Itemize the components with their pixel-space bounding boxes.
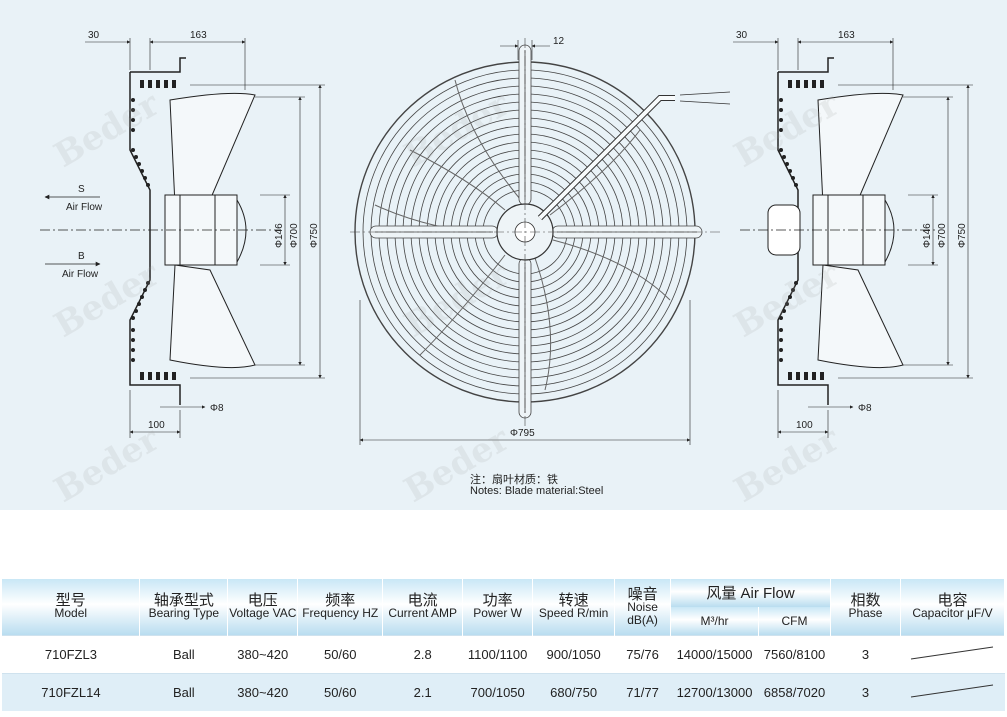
- cell-bearing: Ball: [139, 635, 228, 674]
- cell-power: 700/1050: [462, 673, 533, 711]
- right-dim-8: Φ8: [858, 403, 872, 414]
- left-s-airflow: Air Flow: [66, 202, 103, 213]
- cell-airflow-cfm: 6858/7020: [758, 673, 831, 711]
- cell-capacitor: [900, 673, 1005, 711]
- left-dim-8: Φ8: [210, 403, 224, 414]
- cell-airflow-cfm: 7560/8100: [758, 635, 831, 674]
- cell-model: 710FZL3: [2, 635, 140, 674]
- center-dim-795: Φ795: [510, 428, 535, 439]
- cell-speed: 680/750: [532, 673, 615, 711]
- center-dim-12: 12: [553, 36, 565, 47]
- left-side-view: [40, 38, 325, 438]
- table-row: 710FZL14 Ball 380~420 50/60 2.1 700/1050…: [2, 673, 1005, 711]
- cell-power: 1100/1100: [462, 635, 533, 674]
- note-en: Notes: Blade material:Steel: [470, 485, 604, 497]
- right-dim-700: Φ700: [937, 223, 948, 248]
- cell-phase: 3: [830, 673, 901, 711]
- cell-voltage: 380~420: [227, 673, 298, 711]
- right-dim-750: Φ750: [957, 223, 968, 248]
- cell-voltage: 380~420: [227, 635, 298, 674]
- cell-noise: 71/77: [614, 673, 671, 711]
- note-cn: 注：扇叶材质：铁: [470, 474, 558, 486]
- right-dim-30: 30: [736, 30, 748, 41]
- diagonal-slash-icon: [911, 684, 994, 698]
- right-dim-100: 100: [796, 420, 813, 431]
- right-dim-163: 163: [838, 30, 855, 41]
- cell-current: 2.8: [382, 635, 463, 674]
- cell-airflow-m3hr: 14000/15000: [670, 635, 759, 674]
- cell-current: 2.1: [382, 673, 463, 711]
- cell-frequency: 50/60: [297, 635, 383, 674]
- left-b-label: B: [78, 251, 85, 262]
- cell-speed: 900/1050: [532, 635, 615, 674]
- cell-frequency: 50/60: [297, 673, 383, 711]
- header-airflow-cfm: CFM: [758, 607, 831, 636]
- front-view: [350, 38, 731, 445]
- left-dim-100: 100: [148, 420, 165, 431]
- left-dim-146: Φ146: [274, 223, 285, 248]
- cell-phase: 3: [830, 635, 901, 674]
- cell-airflow-m3hr: 12700/13000: [670, 673, 759, 711]
- table-row: 710FZL3 Ball 380~420 50/60 2.8 1100/1100…: [2, 635, 1005, 674]
- cell-capacitor: [900, 635, 1005, 674]
- technical-drawing: 30 163 Φ146 Φ700 Φ750 Φ8 100 S Air Flow …: [0, 0, 1007, 510]
- left-dim-163: 163: [190, 30, 207, 41]
- left-b-airflow: Air Flow: [62, 269, 99, 280]
- header-airflow-m3hr: M³/hr: [670, 607, 760, 636]
- drawing-canvas: 30 163 Φ146 Φ700 Φ750 Φ8 100 S Air Flow …: [40, 30, 973, 445]
- guard-dots-left: [131, 98, 150, 362]
- left-dim-750: Φ750: [309, 223, 320, 248]
- header-airflow: 风量 Air Flow: [670, 579, 831, 607]
- left-dim-30: 30: [88, 30, 100, 41]
- cell-noise: 75/76: [614, 635, 671, 674]
- cell-model: 710FZL14: [2, 673, 140, 711]
- guard-dots-right: [779, 98, 798, 362]
- left-dim-700: Φ700: [289, 223, 300, 248]
- right-side-view: [733, 38, 973, 438]
- left-s-label: S: [78, 184, 85, 195]
- diagonal-slash-icon: [911, 646, 994, 660]
- right-dim-146: Φ146: [922, 223, 933, 248]
- cell-bearing: Ball: [139, 673, 228, 711]
